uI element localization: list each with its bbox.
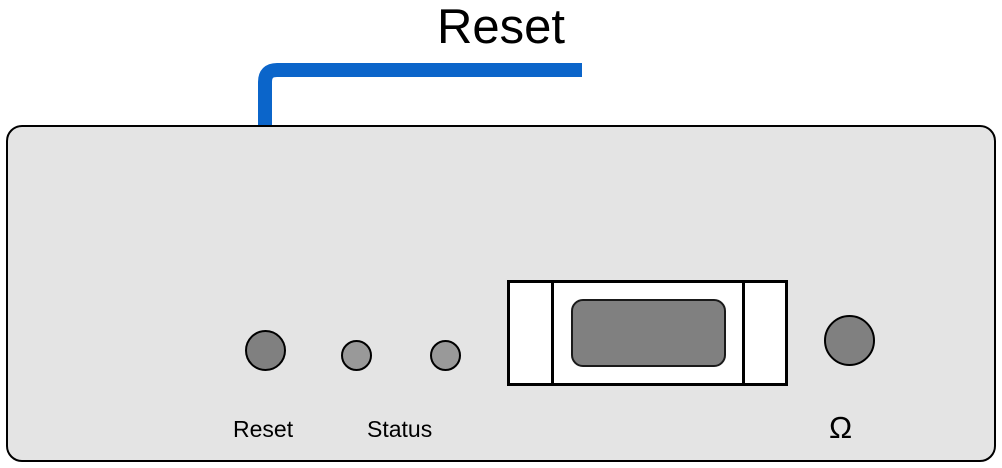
status-label: Status	[367, 416, 433, 442]
port-divider-left	[551, 283, 554, 383]
port-divider-right	[742, 283, 745, 383]
omega-label: Ω	[829, 410, 853, 445]
callout-title: Reset	[436, 0, 565, 54]
port-contact-block	[571, 299, 726, 367]
status-led-1	[341, 340, 372, 371]
omega-button[interactable]	[824, 315, 875, 366]
reset-button[interactable]	[245, 330, 286, 371]
status-led-2	[430, 340, 461, 371]
reset-label: Reset	[233, 416, 294, 442]
device-faceplate	[6, 125, 996, 462]
ethernet-port[interactable]	[507, 280, 788, 386]
